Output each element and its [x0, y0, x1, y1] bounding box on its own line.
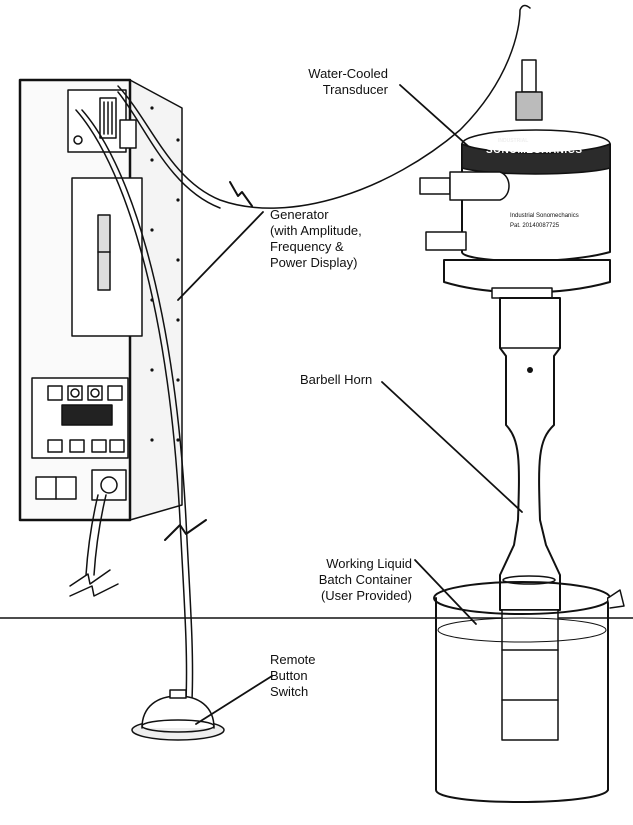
switch-leader — [195, 675, 273, 725]
brand-small-text: INDUSTRIAL — [498, 138, 529, 144]
label-transducer-line-2: Transducer — [322, 82, 388, 97]
barbell-horn — [499, 297, 561, 741]
beaker — [433, 581, 625, 803]
label-container-line-1: Working Liquid — [326, 556, 412, 571]
label-switch-line-2: Button — [270, 668, 308, 683]
transducer-leader — [399, 84, 469, 147]
label-container-line-3: (User Provided) — [320, 588, 412, 603]
label-generator-line-3: Frequency & — [270, 239, 344, 254]
label-switch-line-3: Switch — [270, 684, 309, 699]
horn-leader — [381, 381, 523, 513]
label-transducer: Water-Cooled Transducer — [296, 66, 388, 98]
label-generator-line-1: Generator — [270, 207, 329, 222]
label-transducer-line-1: Water-Cooled — [308, 66, 388, 81]
label-container: Working Liquid Batch Container (User Pro… — [296, 556, 412, 604]
generator-cabinet — [18, 78, 183, 522]
plate-line-2: Pat. 20140087725 — [510, 223, 560, 229]
plate-line-1: Industrial Sonomechanics — [510, 213, 579, 219]
brand-text: SONOMECHANICS — [486, 145, 583, 156]
label-container-line-2: Batch Container — [318, 572, 412, 587]
generator-cables — [69, 4, 531, 701]
label-switch-line-1: Remote — [270, 652, 316, 667]
transducer — [419, 59, 611, 299]
generator-leader — [177, 211, 264, 301]
callout-leaders — [177, 84, 523, 725]
remote-switch — [131, 689, 225, 741]
label-horn: Barbell Horn — [300, 372, 373, 387]
container-leader — [414, 559, 477, 625]
label-generator-line-2: (with Amplitude, — [270, 223, 362, 238]
label-generator-line-4: Power Display) — [270, 255, 358, 270]
label-generator: Generator (with Amplitude, Frequency & P… — [270, 207, 410, 271]
label-switch: Remote Button Switch — [270, 652, 330, 700]
